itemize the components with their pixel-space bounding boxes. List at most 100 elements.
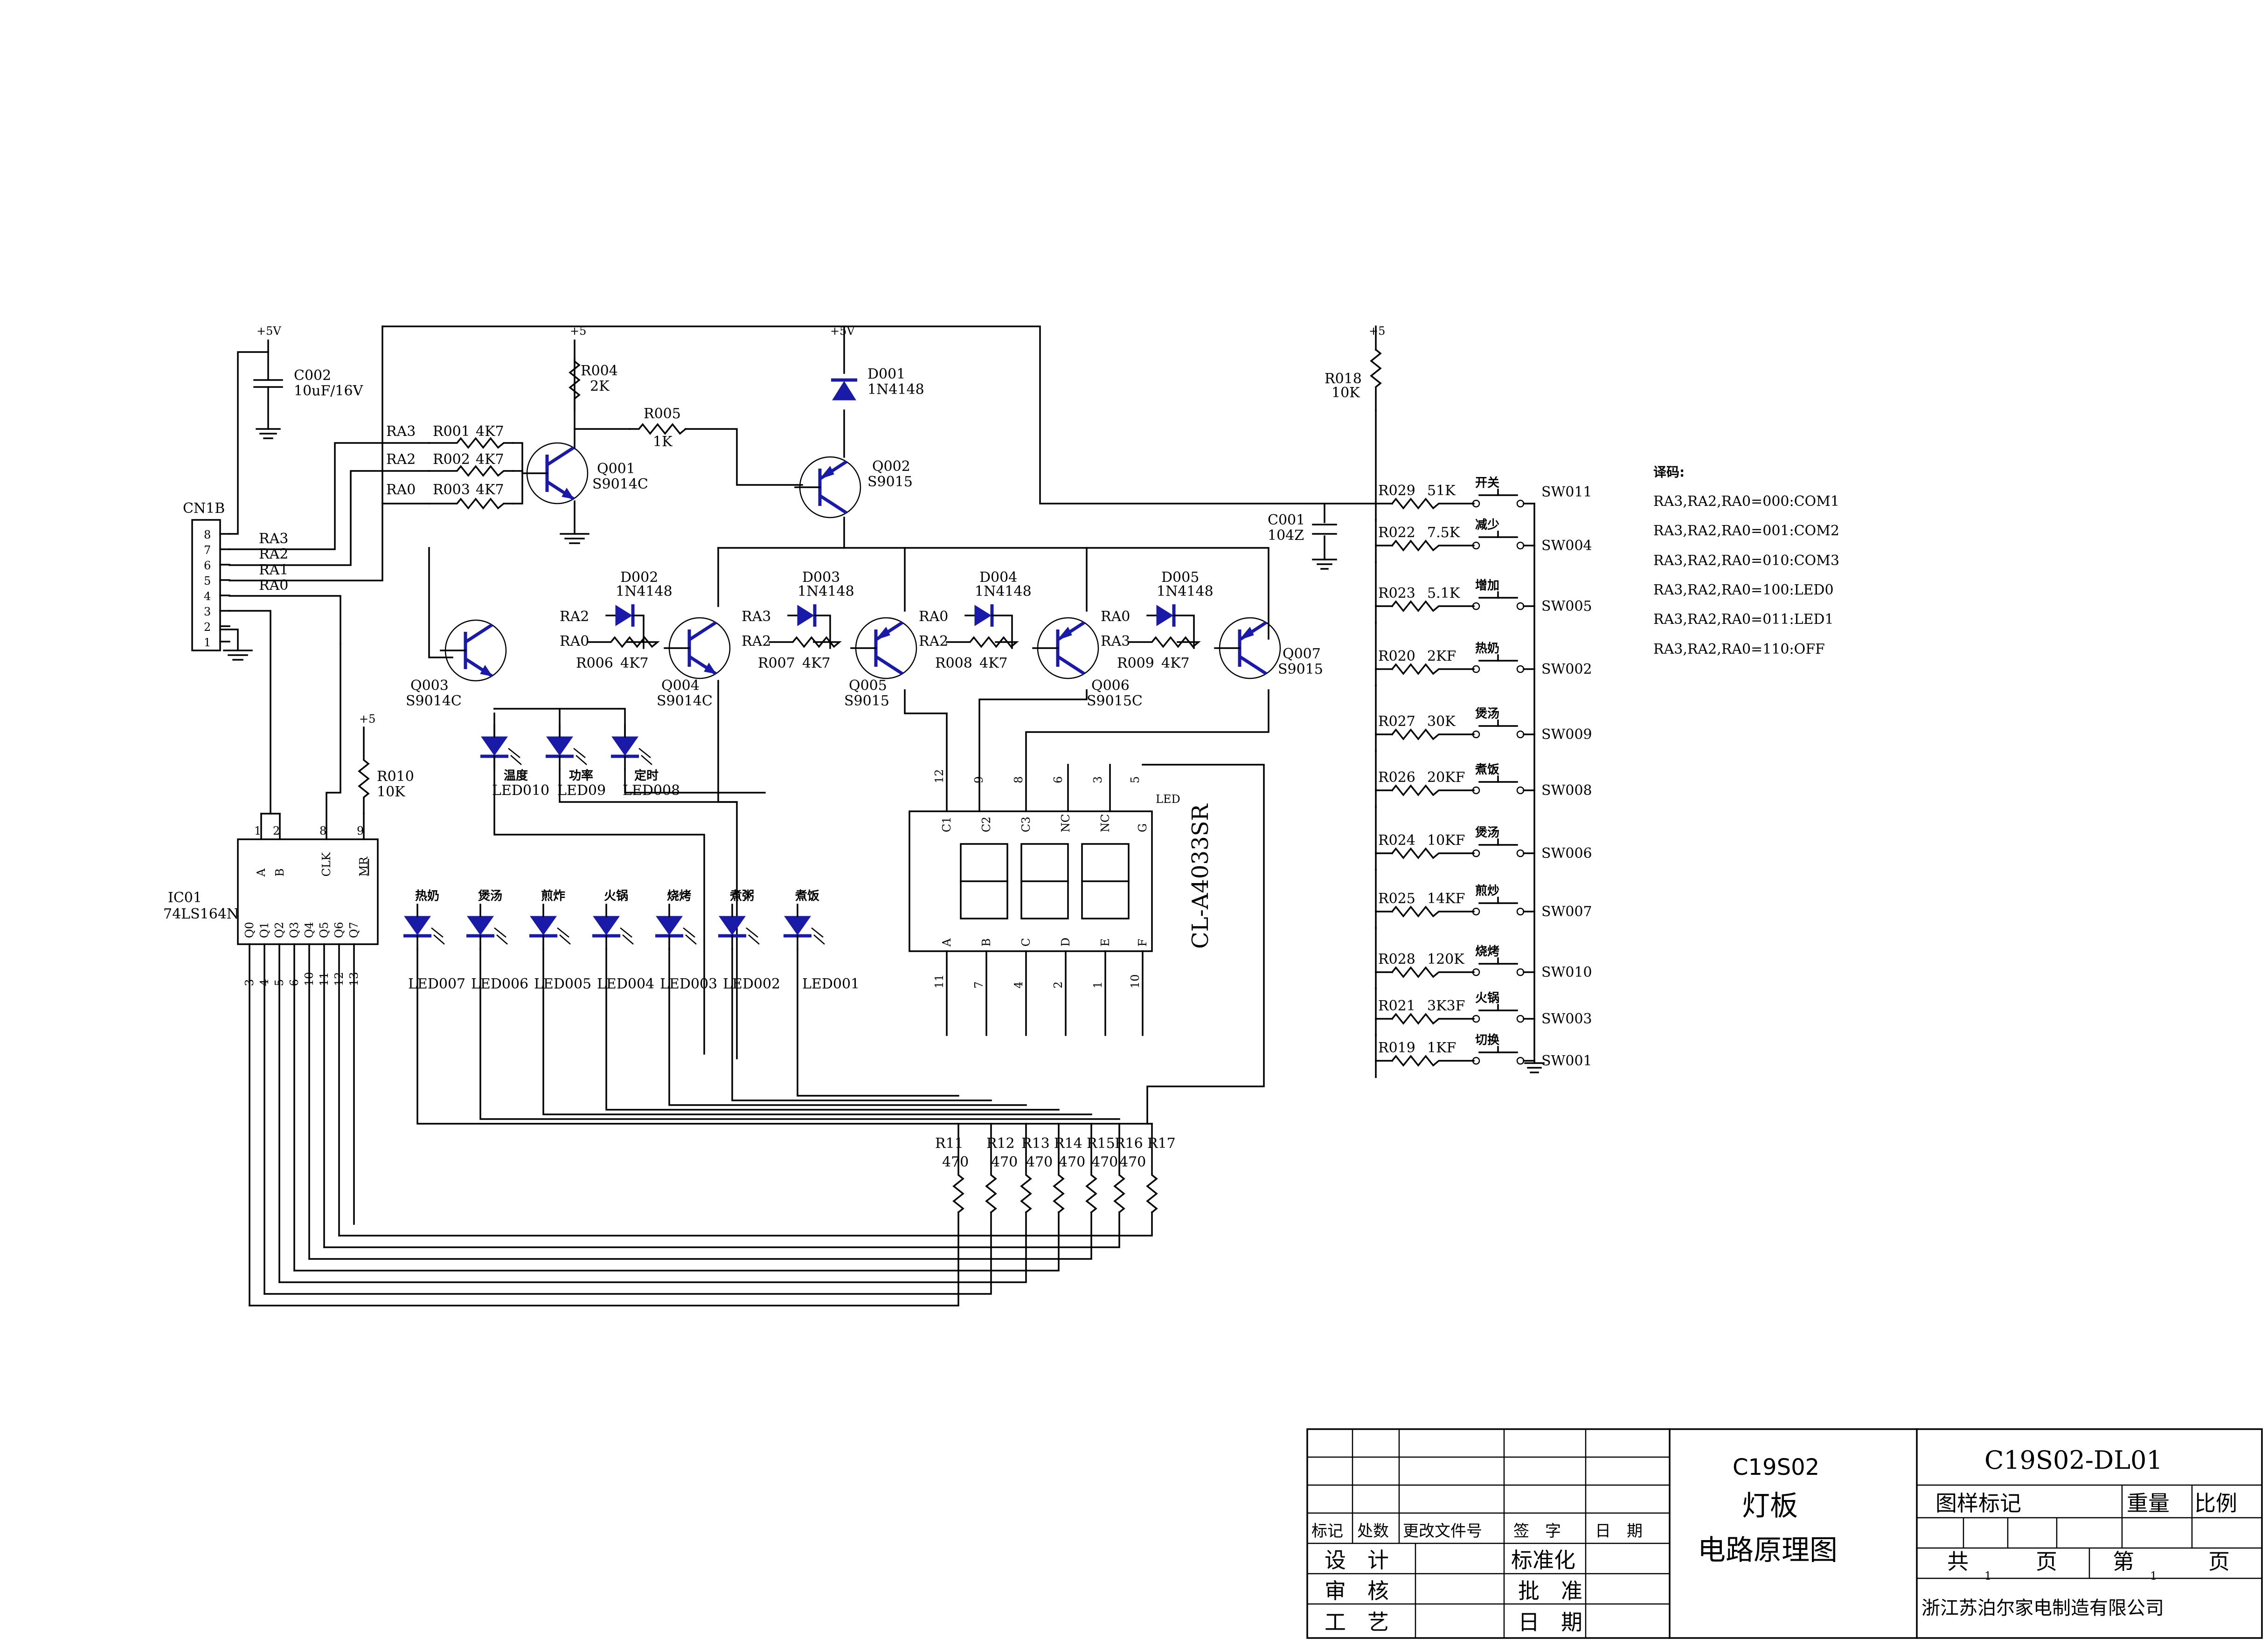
resistor-ref: R008 (935, 655, 972, 671)
resistor-net: RA2 (742, 633, 771, 650)
display-pin-number: 2 (1052, 982, 1065, 988)
key-resistor-ref: R025 (1378, 891, 1415, 907)
switch-ref: SW009 (1541, 726, 1592, 743)
c001-ref: C001 (1268, 512, 1305, 528)
ic-pin-name: Q4 (303, 922, 316, 938)
display-pin-name: C (1020, 938, 1033, 947)
notes-line: RA3,RA2,RA0=001:COM2 (1653, 523, 1839, 539)
diode-value: 1N4148 (798, 583, 854, 600)
q006-ref: Q006 (1091, 677, 1130, 694)
r010-ref: R010 (377, 768, 414, 785)
display-pin-name: NC (1099, 814, 1112, 832)
r003-net: RA0 (386, 482, 416, 498)
key-resistor-value: 14KF (1427, 891, 1465, 907)
ic-pin-number: 8 (319, 824, 326, 837)
q002-type: S9015 (867, 474, 913, 490)
display-cl-a4033sr: LED CL-A4033SR 12C1A119C2B78C3C46NCD23NC… (909, 769, 1214, 1036)
resistor-value: 470 (991, 1154, 1018, 1170)
resistor-net: RA2 (919, 633, 948, 650)
title-name2: 电路原理图 (1698, 1534, 1838, 1567)
key-resistor-ref: R022 (1378, 525, 1415, 541)
led-label: 热奶 (415, 889, 439, 903)
page-unit: 页 (2036, 1549, 2057, 1574)
segment-wires (249, 948, 1153, 1306)
connector-pin: 7 (204, 544, 211, 557)
resistor-value: 470 (1091, 1154, 1118, 1170)
display-pin-number: 6 (1052, 776, 1065, 783)
display-pin-name: C1 (940, 816, 953, 832)
q005-type: S9015 (844, 693, 889, 709)
q007-ref: Q007 (1283, 646, 1321, 662)
key-resistor-ref: R028 (1378, 951, 1415, 968)
label-weight: 重量 (2127, 1491, 2170, 1516)
switch-ref: SW010 (1541, 964, 1592, 981)
transistors: Q001S9014CQ002S9015Q003S9014CQ004S9014CQ… (406, 442, 1323, 709)
connector-pin: 1 (204, 636, 211, 649)
key-resistor-ref: R024 (1378, 832, 1415, 849)
resistor-value: 4K7 (979, 655, 1008, 671)
display-pin-name: NC (1059, 814, 1072, 832)
signal-ra3: RA3 (259, 531, 288, 547)
resistor-ref: R006 (576, 655, 613, 671)
display-pin-number: 12 (933, 769, 946, 783)
led-label: 定时 (634, 768, 659, 783)
connector-pin: 3 (204, 605, 211, 618)
col-header: 标记 (1311, 1522, 1343, 1541)
diode-ref: D003 (802, 569, 840, 586)
resistor-ref: R009 (1117, 655, 1154, 671)
input-resistors: RA3 R001 4K7 RA2 R002 4K7 RA0 R003 4K7 (386, 423, 514, 510)
model: C19S02 (1733, 1454, 1819, 1480)
row-label: 标准化 (1511, 1548, 1575, 1573)
d001-value: 1N4148 (867, 381, 924, 398)
total-label: 共 (1947, 1549, 1969, 1574)
resistor-value: 4K7 (802, 655, 831, 671)
led-ref: LED008 (623, 782, 680, 799)
key-resistor-value: 51K (1427, 483, 1456, 499)
power-label: +5V (257, 325, 281, 338)
connector-pin: 5 (204, 574, 211, 588)
diode-anode-net: RA0 (919, 608, 948, 625)
display-pin-name: A (940, 938, 953, 947)
notes-line: RA3,RA2,RA0=100:LED0 (1653, 582, 1834, 598)
key-label: 开关 (1475, 476, 1499, 490)
key-label: 火锅 (1475, 991, 1499, 1005)
display-pin-name: C2 (980, 816, 993, 832)
switch-ref: SW007 (1541, 904, 1592, 920)
key-label: 切换 (1475, 1033, 1500, 1047)
connector-pin: 2 (204, 621, 211, 634)
ic-pin-number: 2 (273, 824, 280, 837)
diode-ref: D005 (1161, 569, 1199, 586)
ic-pin-number: 9 (357, 824, 364, 837)
r003-ref: R003 (433, 482, 470, 498)
ic01-part: 74LS164N (163, 906, 239, 922)
display-pin-number: 3 (1091, 776, 1104, 783)
key-resistor-value: 10KF (1427, 832, 1465, 849)
resistor-value: 470 (1119, 1154, 1146, 1170)
connector-ref: CN1B (183, 500, 225, 517)
r018-ref: R018 (1325, 371, 1362, 387)
